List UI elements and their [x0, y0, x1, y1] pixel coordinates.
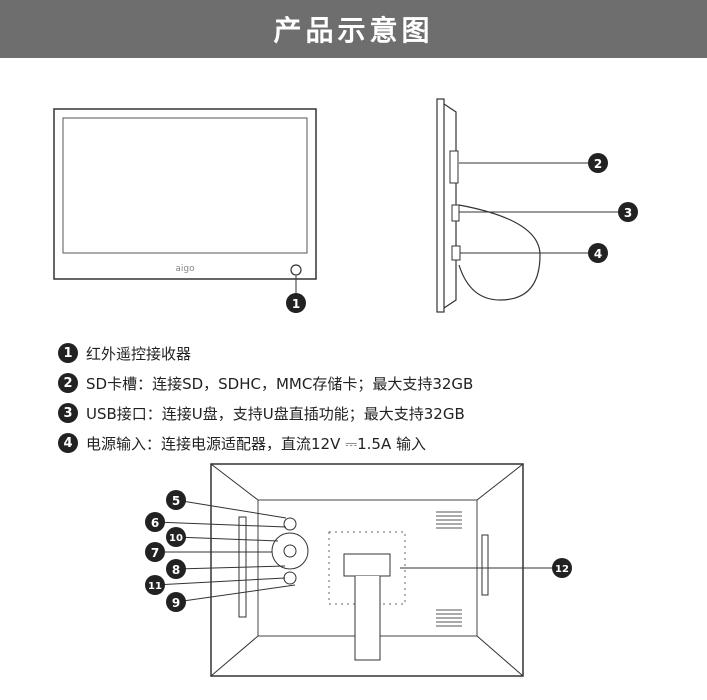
- callouts: 1 2 3 4 5 6 7 8 9 10 11 12: [145, 153, 638, 612]
- callout-8: 8: [172, 563, 180, 577]
- page-title: 产品示意图: [273, 14, 434, 47]
- play-pause-icon: [283, 544, 297, 558]
- callout-7: 7: [151, 546, 159, 560]
- power-button-icon: [283, 517, 297, 531]
- front-screen: [62, 117, 308, 254]
- ir-receiver-icon: [290, 264, 302, 276]
- callout-11: 11: [148, 581, 162, 592]
- stand-leg: [354, 576, 381, 661]
- sd-slot-icon: [449, 150, 459, 184]
- callout-4: 4: [594, 247, 602, 261]
- side-view: [436, 98, 620, 313]
- legend-item: 1 红外遥控接收器: [58, 338, 658, 368]
- back-view: [154, 463, 562, 677]
- stand-mount: [343, 553, 391, 577]
- callout-6: 6: [151, 516, 159, 530]
- callout-1: 1: [292, 297, 300, 311]
- legend: 1 红外遥控接收器 2 SD卡槽：连接SD，SDHC，MMC存储卡；最大支持32…: [58, 338, 658, 458]
- usb-port-icon: [451, 204, 460, 222]
- callout-2: 2: [594, 157, 602, 171]
- legend-text: 红外遥控接收器: [86, 344, 192, 363]
- callout-9: 9: [172, 596, 180, 610]
- callout-3: 3: [624, 206, 632, 220]
- legend-text: 电源输入：连接电源适配器，直流12V ⎓1.5A 输入: [86, 434, 426, 453]
- stand-ring: [458, 204, 541, 301]
- brand-logo: aigo: [175, 264, 195, 274]
- legend-item: 4 电源输入：连接电源适配器，直流12V ⎓1.5A 输入: [58, 428, 658, 458]
- legend-item: 3 USB接口：连接U盘，支持U盘直插功能；最大支持32GB: [58, 398, 658, 428]
- front-view: aigo: [53, 108, 317, 294]
- power-port-icon: [451, 245, 461, 261]
- menu-button-icon: [283, 571, 297, 585]
- legend-text: USB接口：连接U盘，支持U盘直插功能；最大支持32GB: [86, 404, 465, 423]
- callout-5: 5: [172, 494, 180, 508]
- legend-number: 4: [58, 433, 78, 453]
- header-bar: 产品示意图: [0, 0, 707, 58]
- legend-text: SD卡槽：连接SD，SDHC，MMC存储卡；最大支持32GB: [86, 374, 474, 393]
- callout-10: 10: [169, 533, 183, 544]
- legend-number: 2: [58, 373, 78, 393]
- legend-number: 1: [58, 343, 78, 363]
- callout-12: 12: [555, 564, 569, 575]
- legend-number: 3: [58, 403, 78, 423]
- side-frame: [436, 98, 445, 313]
- legend-item: 2 SD卡槽：连接SD，SDHC，MMC存储卡；最大支持32GB: [58, 368, 658, 398]
